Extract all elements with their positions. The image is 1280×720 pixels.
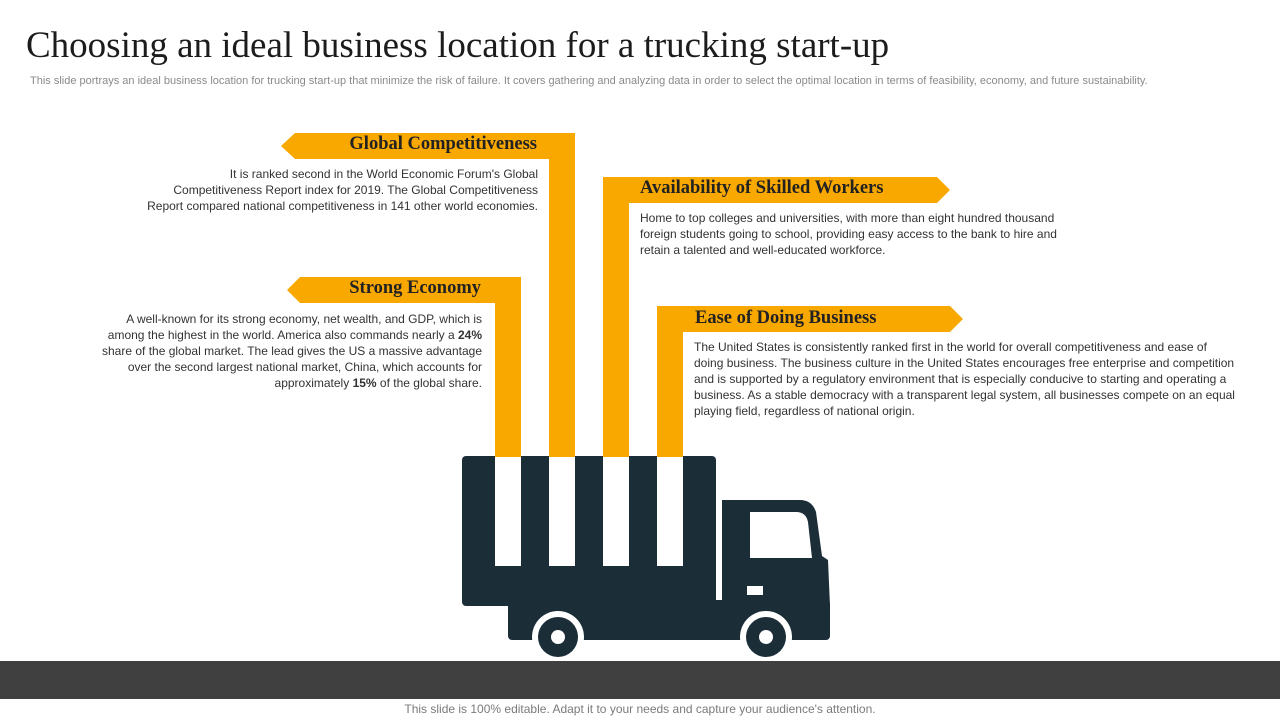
ease-title: Ease of Doing Business [695,308,877,328]
cargo-slot [549,456,575,566]
skilled-title: Availability of Skilled Workers [640,178,884,198]
truck-cargo-box [462,456,716,606]
economy-text-part: share of the global market. The lead giv… [102,344,482,390]
economy-highlight-24: 24% [457,328,482,342]
cargo-slot [603,456,629,566]
ease-description: The United States is consistently ranked… [694,340,1235,418]
cargo-slot [657,456,683,566]
economy-banner [287,277,521,303]
truck-hub-front [759,630,773,644]
truck-door-handle [747,586,763,595]
page-subtitle: This slide portrays an ideal business lo… [30,75,1148,87]
global-description: It is ranked second in the World Economi… [147,167,538,213]
global-banner [281,133,575,159]
economy-text-part: of the global share. [376,376,482,390]
skilled-banner [603,177,950,203]
global-connector [549,133,575,457]
footer-bar [0,661,1280,699]
skilled-connector [603,177,629,457]
economy-description: A well-known for its strong economy, net… [90,311,482,391]
footer-text: This slide is 100% editable. Adapt it to… [404,702,876,716]
global-title: Global Competitiveness [349,134,537,154]
truck-icon [462,456,830,663]
cargo-slot [495,456,521,566]
economy-highlight-15: 15% [352,376,377,390]
economy-text-part: A well-known for its strong economy, net… [107,312,482,342]
truck-hub-rear [551,630,565,644]
page-title: Choosing an ideal business location for … [26,25,890,66]
economy-title: Strong Economy [349,278,481,298]
economy-connector [495,277,521,457]
ease-banner [657,306,963,332]
skilled-description: Home to top colleges and universities, w… [640,211,1057,257]
truck-window [750,512,812,558]
